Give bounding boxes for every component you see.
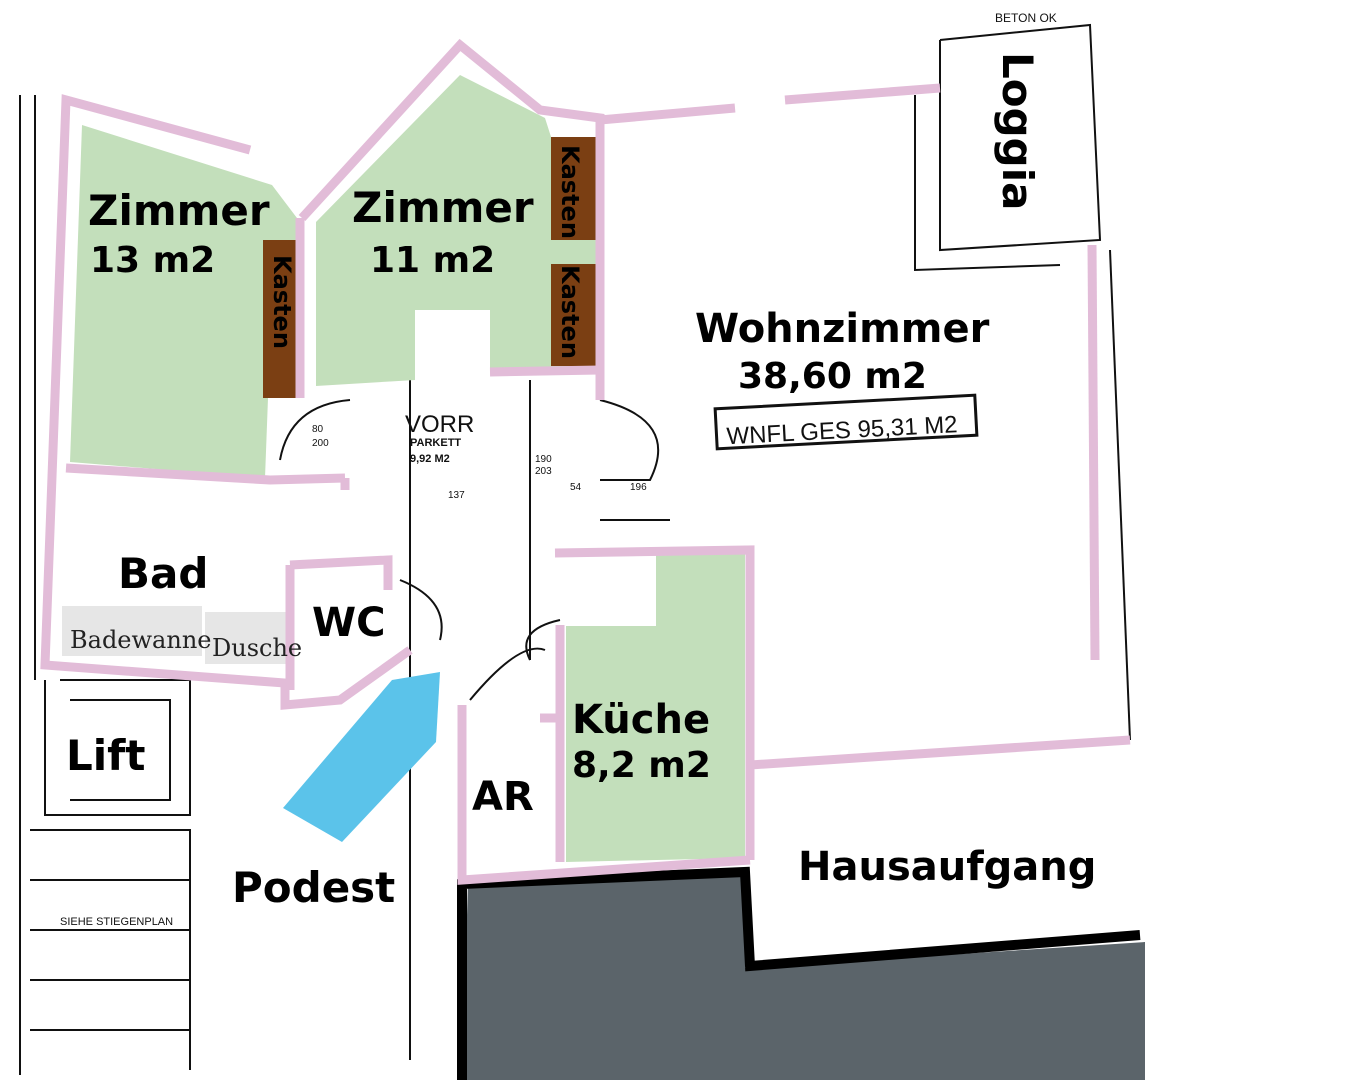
kasten-zimmer11-bottom [551,264,598,366]
lift-label: Lift [66,731,146,780]
beton-annotation: BETON OK [995,11,1057,25]
core-outline [457,866,1141,1080]
kasten-label-2: Kasten [556,145,584,239]
dim-3: 137 [448,490,465,501]
dim-5: 196 [630,482,647,493]
total-area-label: WNFL GES 95,31 M2 [726,411,958,450]
vorr-label: VORR [405,411,474,438]
stair-landing-shape [283,672,440,842]
dim-2: 203 [535,466,552,477]
vorr-floor: PARKETT [410,437,461,449]
wohnzimmer-area-label: 38,60 m2 [738,356,927,397]
kueche-area-label: 8,2 m2 [572,745,711,786]
zimmer-13-area [70,125,300,478]
wc-label: WC [312,600,385,646]
bad-label: Bad [118,549,208,598]
kasten-zimmer11-top [551,137,598,240]
dim-4: 54 [570,482,582,493]
zimmer-11-area [316,75,600,386]
kueche-label: Küche [572,697,710,743]
kasten-zimmer13 [263,240,298,398]
vorr-area: 9,92 M2 [410,453,450,465]
total-area-box [713,393,979,451]
kueche-area [566,553,745,862]
zimmer-13-area-label: 13 m2 [90,240,215,281]
wohnzimmer-label: Wohnzimmer [695,306,990,352]
stiege-annotation: SIEHE STIEGENPLAN [60,916,173,928]
ar-label: AR [472,774,534,820]
dusche-label: Dusche [212,634,302,662]
dim-6: 80 [312,424,324,435]
walls [40,38,1131,885]
hausaufgang-label: Hausaufgang [798,844,1096,890]
dim-1: 190 [535,454,552,465]
zimmer-13-label: Zimmer [88,186,270,235]
zimmer-11-label: Zimmer [352,183,534,232]
loggia-label: Loggia [993,52,1042,210]
building-core [462,872,1145,1080]
dim-7: 200 [312,438,329,449]
dusche [205,612,291,664]
kasten-label-1: Kasten [268,255,296,349]
kasten-label-3: Kasten [556,265,584,359]
podest-label: Podest [232,863,395,912]
badewanne [62,606,202,656]
zimmer-11-area-label: 11 m2 [370,240,495,281]
badewanne-label: Badewanne [70,626,211,654]
